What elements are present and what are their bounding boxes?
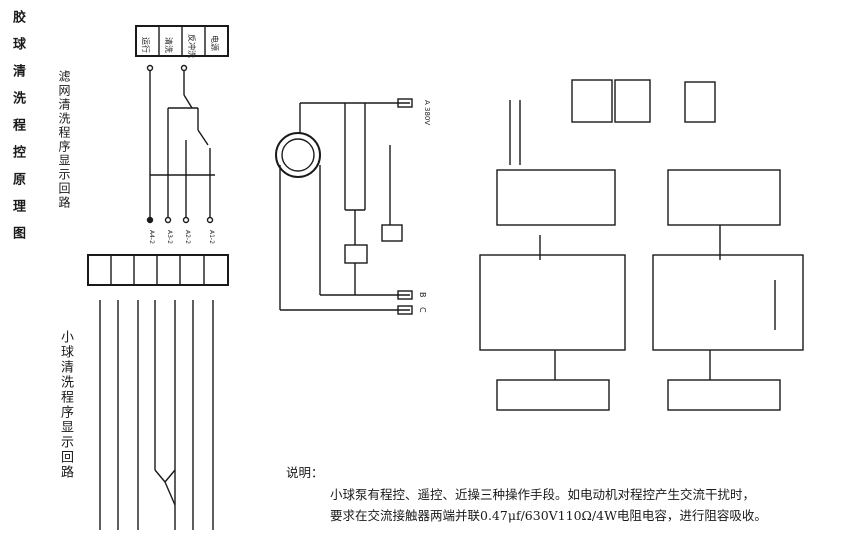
filter-circuit-title: 滤网清洗程序显示回路 (57, 70, 71, 210)
motor-circuit (275, 98, 413, 315)
notes-label: 说明： (286, 465, 324, 480)
notes-line-2: 要求在交流接触器两端并联0.47μf/630V110Ω/4W电阻电容，进行阻容吸… (330, 508, 767, 523)
supply-a-label: A 380V (423, 100, 431, 125)
filter-terminal: A3-2 (166, 230, 173, 244)
filter-header-cell: 清洗 (164, 37, 174, 53)
filter-header-cell: 电源 (210, 35, 220, 51)
filter-header-cell: 运行 (141, 37, 151, 53)
ball-circuit-wires (99, 300, 214, 530)
filter-terminal: A1-2 (208, 230, 215, 244)
ball-circuit-title: 小球清洗程序显示回路 (58, 330, 73, 480)
supply-b-label: B (418, 292, 427, 298)
filter-terminal: A4-2 (148, 230, 155, 244)
left-control-panel (479, 79, 651, 411)
filter-terminal: A2-2 (184, 230, 191, 244)
filter-header-cell: 反冲洗 (187, 34, 197, 58)
filter-circuit-wires (146, 64, 215, 224)
right-control-panel (652, 81, 804, 411)
notes-line-1: 小球泵有程控、遥控、近操三种操作手段。如电动机对程控产生交流干扰时， (330, 487, 756, 502)
supply-c-label: C (418, 307, 427, 313)
ball-header-table (87, 254, 229, 286)
filter-header-table: 运行 清洗 反冲洗 电源 (135, 25, 229, 58)
page-title: 胶球清洗程控原理图 (10, 10, 25, 253)
